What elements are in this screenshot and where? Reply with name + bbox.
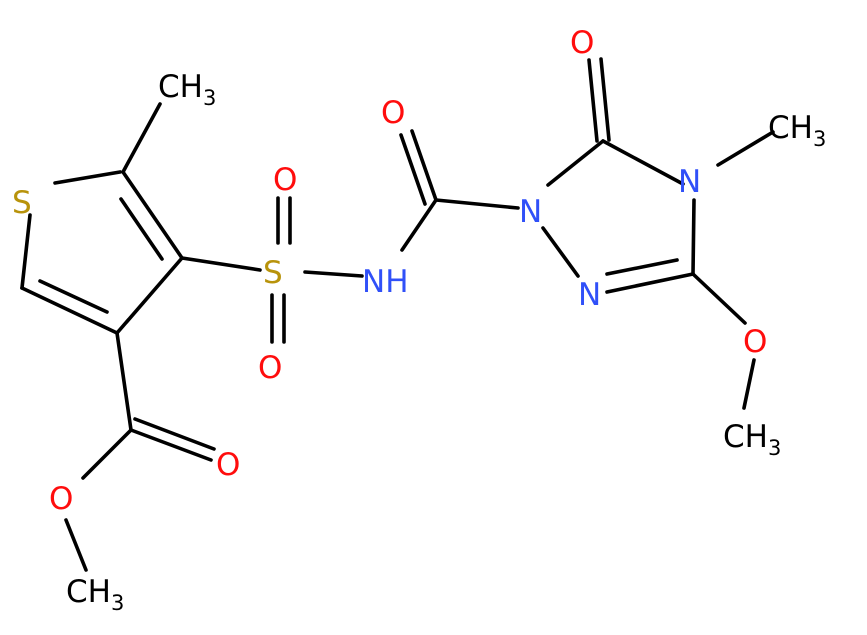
ring-carbonyl-oxygen-label: O <box>570 25 594 61</box>
carbonyl-oxygen-label: O <box>381 95 405 131</box>
bond-c3-sulfonyl <box>180 256 262 272</box>
bond-c4-ester-c <box>115 331 133 432</box>
methoxy-methyl-label: CH3 <box>723 419 781 460</box>
bond-n4-methyl <box>716 130 775 167</box>
bond-n2-n1 <box>541 226 580 278</box>
bond-c3-n2 <box>605 272 695 294</box>
bond-c2-c3-inner <box>119 197 164 261</box>
bond-c2-methyl <box>121 102 162 174</box>
bond-c4-c5 <box>20 286 119 335</box>
nitrogen-2-label: N <box>578 277 601 313</box>
bond-ester-c-o <box>81 428 133 480</box>
thiophene-sulfur-label: S <box>12 185 32 221</box>
bond-c3-c4 <box>115 256 184 335</box>
methoxy-oxygen-label: O <box>743 324 767 360</box>
bond-ester-co-b <box>133 417 216 451</box>
bond-n1-c5 <box>546 139 605 187</box>
bond-c3-ometh <box>691 272 747 325</box>
bond-s-c2 <box>53 170 122 185</box>
bond-c4-c5-inner <box>38 279 109 314</box>
ester-methyl-label: CH3 <box>66 574 124 615</box>
bond-nh-c <box>400 198 438 252</box>
bond-c-o-b <box>399 133 427 206</box>
sulfonyl-sulfur-label: S <box>263 255 283 291</box>
bond-s-nh <box>303 270 364 278</box>
bond-ring-co-b <box>599 57 611 142</box>
ester-carbonyl-oxygen-label: O <box>216 447 240 483</box>
nitrogen-4-label: N <box>678 164 701 200</box>
bond-c-o-a <box>410 129 438 202</box>
bond-o-ch3 <box>742 358 756 410</box>
bond-ester-o-ch3 <box>64 518 88 572</box>
n4-methyl-label: CH3 <box>768 110 826 151</box>
bond-c-n1 <box>434 198 520 210</box>
bond-c2-c3 <box>121 170 184 260</box>
sulfonyl-oxygen-bottom-label: O <box>258 350 282 386</box>
bonds <box>20 57 775 572</box>
nitrogen-1-label: N <box>519 194 542 230</box>
bond-s-c5 <box>20 213 32 290</box>
sulfonyl-oxygen-top-label: O <box>273 162 297 198</box>
bond-c5-n4 <box>601 139 685 186</box>
bond-c3-n2-inner <box>605 258 679 276</box>
bond-ring-co-a <box>587 58 599 143</box>
ester-oxygen-label: O <box>49 481 73 517</box>
bond-n4-c3 <box>691 198 696 276</box>
nh-label: NH <box>362 264 409 300</box>
atom-labels: S CH3 S O O NH O N O N CH3 N O CH3 O O C… <box>12 25 826 615</box>
bond-ester-co-a <box>129 428 213 462</box>
methyl-top-label: CH3 <box>158 69 216 110</box>
